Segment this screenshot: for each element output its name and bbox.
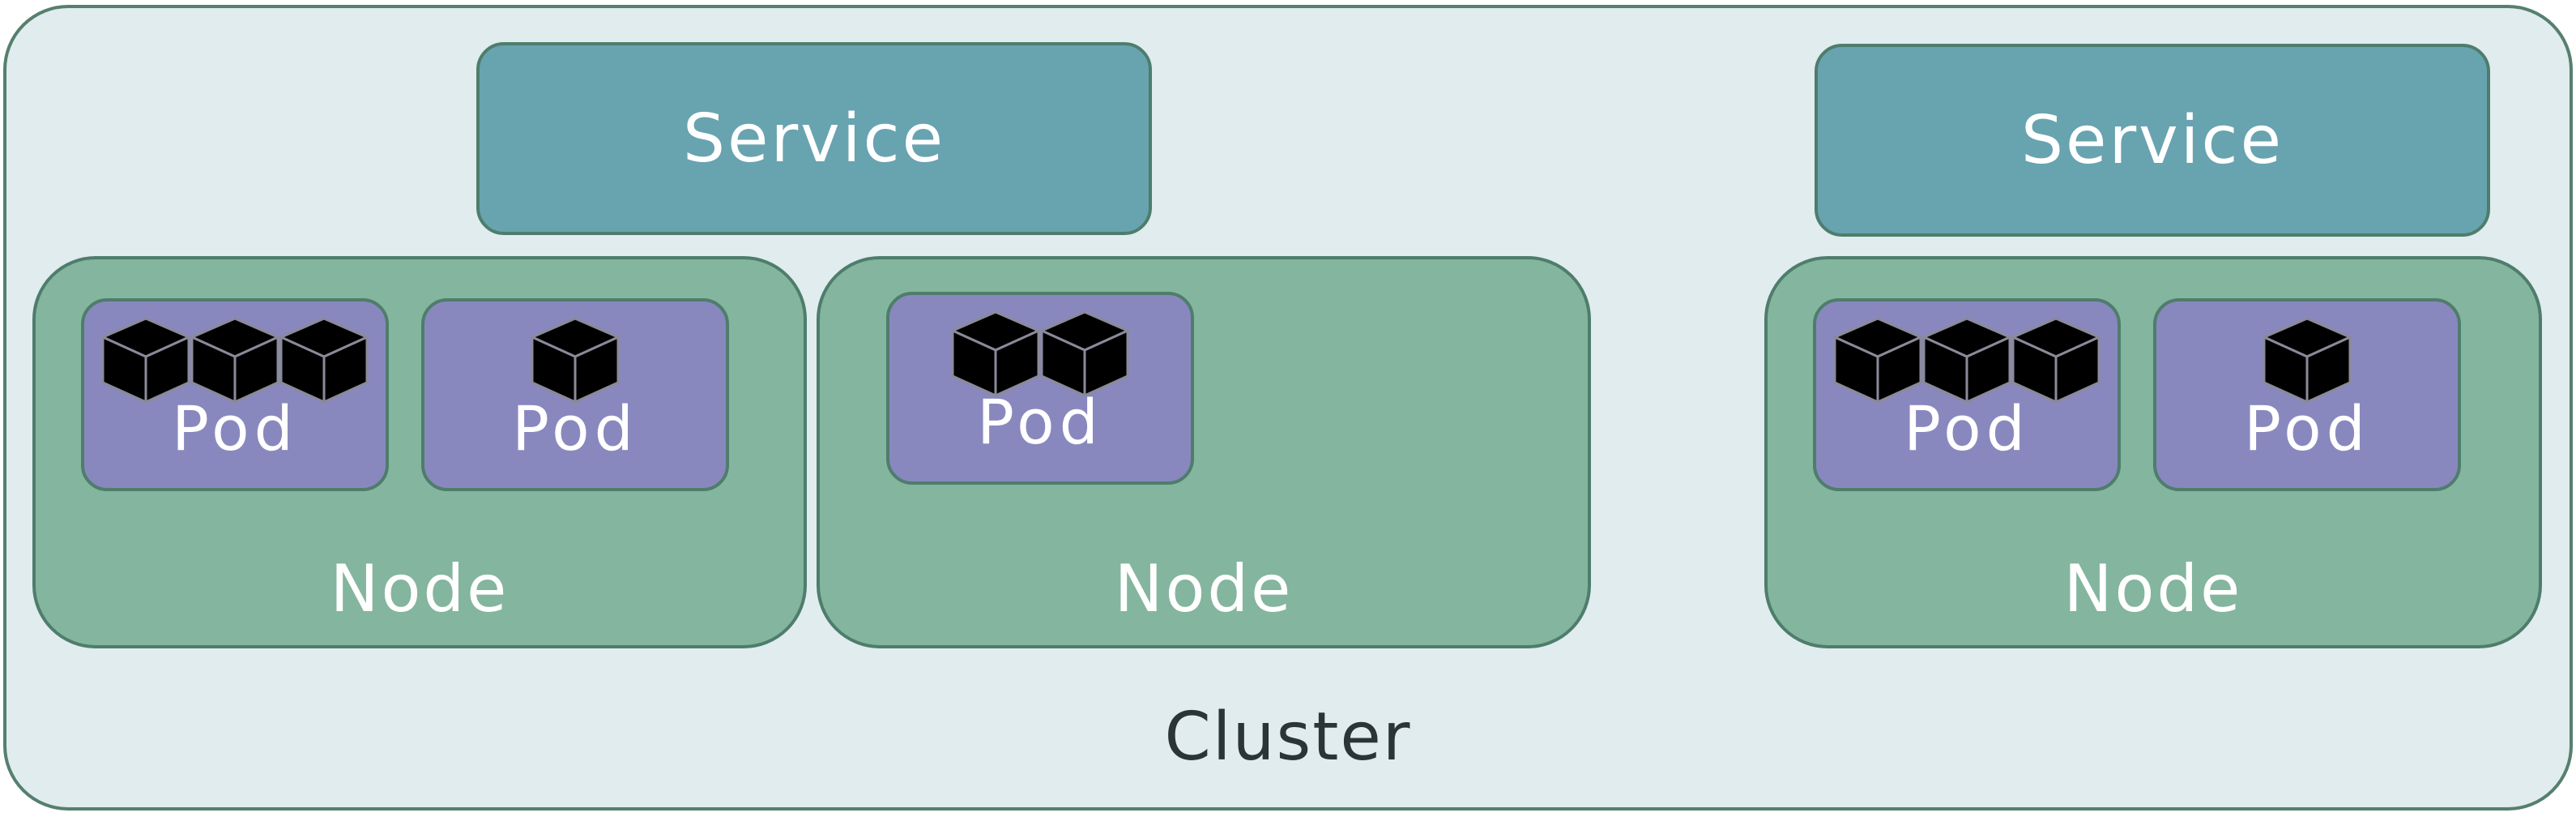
node-label: Node — [330, 551, 510, 627]
pod-box: Pod — [1813, 298, 2121, 491]
pod-box: Pod — [421, 298, 729, 491]
pod-label: Pod — [1904, 392, 2030, 464]
service-box: Service — [476, 42, 1152, 235]
pod-label: Pod — [512, 392, 638, 464]
node-box: Node Pod Pod — [32, 256, 807, 648]
cluster-label: Cluster — [1164, 699, 1412, 776]
service-label: Service — [682, 100, 946, 178]
node-label: Node — [1114, 551, 1294, 627]
node-box: Node Pod — [817, 256, 1591, 648]
service-box: Service — [1815, 44, 2490, 237]
node-box: Node Pod Pod — [1764, 256, 2542, 648]
node-label: Node — [2063, 551, 2243, 627]
pod-label: Pod — [977, 386, 1103, 458]
pod-box: Pod — [2153, 298, 2461, 491]
pod-label: Pod — [2244, 392, 2370, 464]
pod-box: Pod — [81, 298, 389, 491]
pod-label: Pod — [172, 392, 298, 464]
service-label: Service — [2020, 101, 2284, 179]
pod-box: Pod — [886, 292, 1194, 485]
